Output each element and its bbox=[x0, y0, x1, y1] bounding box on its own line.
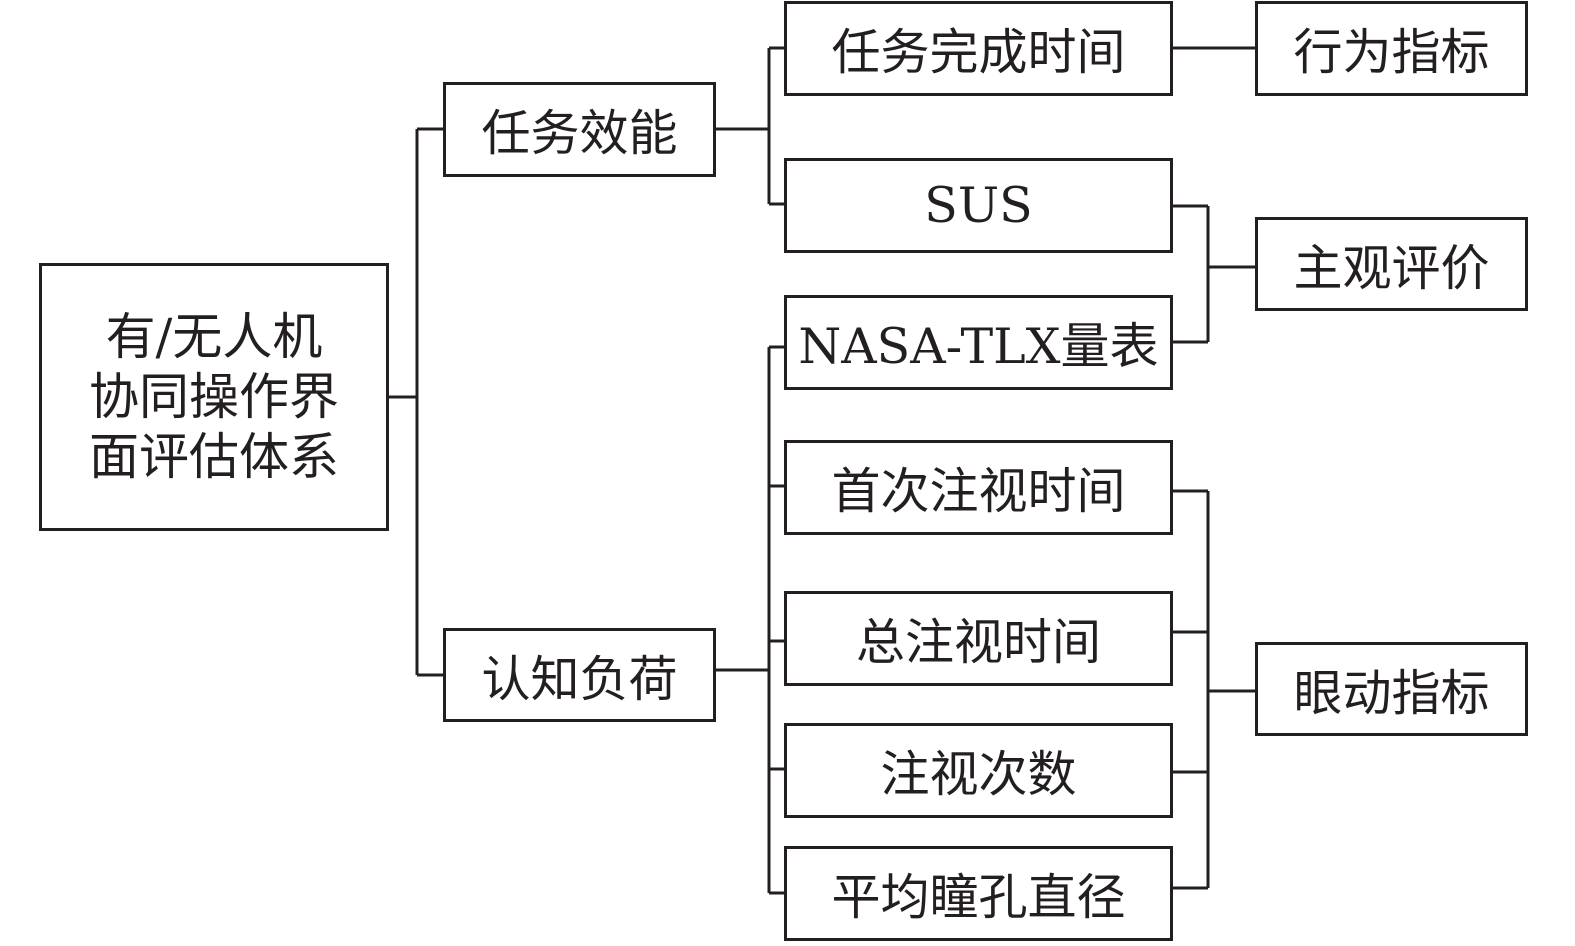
indicator-node-eye-movement: 眼动指标 bbox=[1255, 642, 1528, 736]
measure-node-fixation-count: 注视次数 bbox=[784, 723, 1173, 818]
measure-node-mean-pupil-diameter: 平均瞳孔直径 bbox=[784, 846, 1173, 941]
indicator-node-behavioral: 行为指标 bbox=[1255, 1, 1528, 96]
category-node-task-efficiency: 任务效能 bbox=[443, 82, 716, 177]
indicator-node-subjective: 主观评价 bbox=[1255, 217, 1528, 311]
category-node-cognitive-load: 认知负荷 bbox=[443, 628, 716, 722]
measure-node-total-fixation-time: 总注视时间 bbox=[784, 591, 1173, 686]
root-node-line-2: 协同操作界 bbox=[89, 368, 339, 426]
measure-node-sus: SUS bbox=[784, 158, 1173, 253]
measure-node-first-fixation-time: 首次注视时间 bbox=[784, 440, 1173, 535]
measure-node-task-completion-time: 任务完成时间 bbox=[784, 1, 1173, 96]
measure-node-nasa-tlx: NASA-TLX量表 bbox=[784, 295, 1173, 390]
root-node-line-3: 面评估体系 bbox=[89, 428, 339, 486]
root-node-line-1: 有/无人机 bbox=[105, 308, 323, 366]
root-node: 有/无人机 协同操作界 面评估体系 bbox=[39, 263, 389, 531]
